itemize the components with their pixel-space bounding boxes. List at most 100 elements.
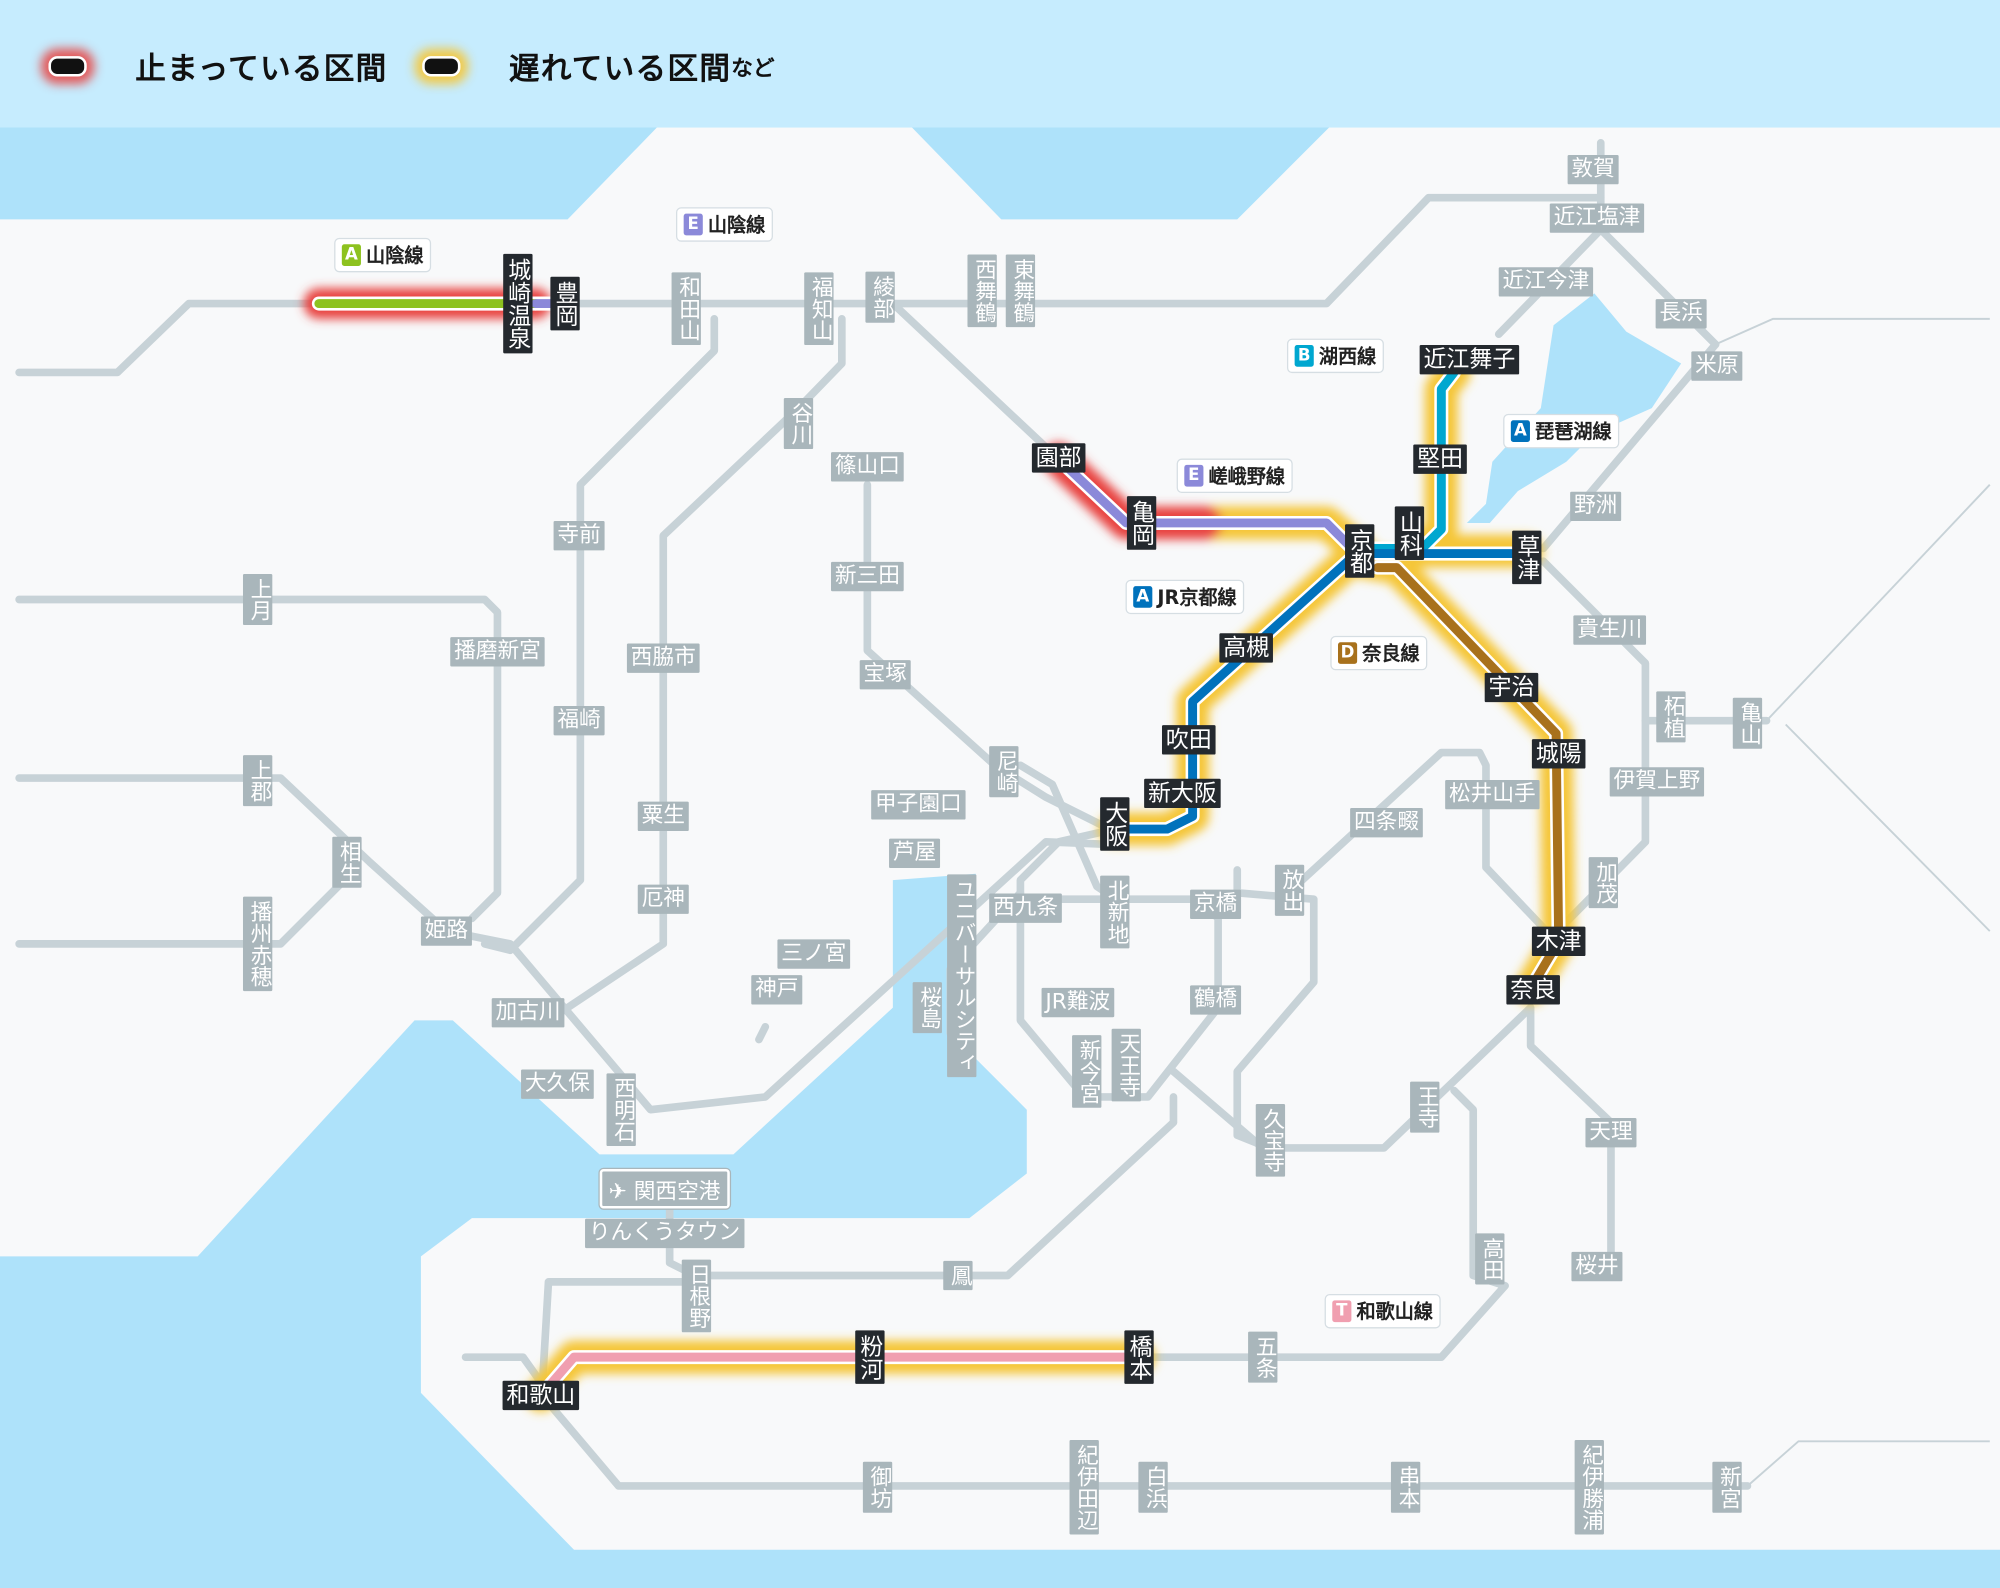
station-label[interactable]: 新三田 (830, 561, 904, 592)
station-label[interactable]: 谷川 (783, 397, 814, 449)
station-label[interactable]: 天王寺 (1111, 1028, 1141, 1102)
station-label[interactable]: 新宮 (1712, 1461, 1742, 1513)
station-label[interactable]: 橋本 (1124, 1330, 1154, 1384)
station-label[interactable]: 高槻 (1219, 633, 1273, 663)
station-label[interactable]: 伊賀上野 (1609, 767, 1705, 797)
station-label[interactable]: 上郡 (242, 755, 273, 807)
station-label[interactable]: 寺前 (553, 521, 605, 551)
station-label[interactable]: 日根野 (681, 1259, 712, 1333)
station-label[interactable]: 串本 (1390, 1461, 1421, 1513)
station-label[interactable]: 西九条 (989, 893, 1062, 923)
station-label[interactable]: 紀伊田辺 (1069, 1440, 1099, 1535)
sea-osaka-bay (0, 873, 2000, 1588)
station-label[interactable]: 厄神 (637, 884, 689, 914)
station-label[interactable]: 宝塚 (859, 660, 911, 690)
station-label[interactable]: 尼崎 (989, 746, 1019, 798)
station-label[interactable]: 綾部 (865, 271, 895, 323)
station-label[interactable]: 城陽 (1531, 739, 1586, 769)
station-label[interactable]: 五条 (1248, 1331, 1278, 1383)
station-label[interactable]: 新今宮 (1072, 1035, 1102, 1108)
station-label[interactable]: 御坊 (862, 1461, 893, 1513)
station-label[interactable]: 天理 (1585, 1117, 1637, 1148)
station-label[interactable]: 放出 (1274, 864, 1305, 916)
station-label[interactable]: 粉河 (855, 1330, 885, 1384)
line-letter-badge: T (1332, 1300, 1352, 1323)
station-label[interactable]: 相生 (332, 836, 362, 888)
thin-lines (1715, 317, 1991, 1487)
station-label[interactable]: 大阪 (1100, 797, 1130, 851)
station-kansai-airport[interactable]: ✈ 関西空港 (599, 1169, 730, 1209)
station-label[interactable]: 新大阪 (1144, 778, 1221, 809)
lake-biwa (1466, 293, 1682, 523)
station-label[interactable]: 王寺 (1410, 1081, 1440, 1133)
station-label[interactable]: 奈良 (1506, 975, 1560, 1005)
station-label[interactable]: 松井山手 (1445, 779, 1540, 810)
station-label[interactable]: 野洲 (1570, 491, 1622, 522)
station-label[interactable]: 姫路 (420, 916, 472, 946)
station-label[interactable]: 福知山 (804, 272, 834, 346)
station-label[interactable]: 高田 (1475, 1233, 1505, 1285)
station-label[interactable]: 山科 (1394, 506, 1425, 560)
station-label[interactable]: 近江舞子 (1419, 345, 1520, 375)
station-label[interactable]: 甲子園口 (871, 790, 966, 820)
station-label[interactable]: 鳳 (943, 1260, 973, 1291)
station-label[interactable]: 播磨新宮 (450, 637, 545, 667)
airplane-icon: ✈ (608, 1179, 627, 1205)
station-label[interactable]: りんくうタウン (585, 1218, 745, 1249)
station-label[interactable]: 園部 (1031, 443, 1086, 473)
station-label[interactable]: 吹田 (1161, 725, 1216, 755)
station-label[interactable]: 京橋 (1190, 889, 1242, 920)
station-label[interactable]: 豊岡 (550, 276, 580, 331)
station-label[interactable]: 加茂 (1588, 857, 1618, 909)
station-label[interactable]: 草津 (1512, 530, 1542, 585)
station-label[interactable]: 神戸 (751, 975, 803, 1005)
station-label[interactable]: 上月 (242, 573, 273, 625)
station-label[interactable]: 貴生川 (1573, 615, 1647, 645)
station-label[interactable]: 鶴橋 (1190, 985, 1242, 1015)
station-label[interactable]: 芦屋 (889, 838, 941, 868)
station-label[interactable]: 西脇市 (626, 643, 700, 673)
station-label[interactable]: 亀山 (1732, 697, 1763, 749)
station-label[interactable]: 久宝寺 (1255, 1103, 1286, 1177)
station-label[interactable]: 播州赤穂 (242, 896, 273, 992)
station-label[interactable]: 福崎 (553, 705, 605, 736)
station-label[interactable]: 東舞鶴 (1005, 254, 1036, 328)
station-label[interactable]: 米原 (1691, 351, 1743, 381)
station-label[interactable]: 西舞鶴 (967, 254, 997, 328)
station-label[interactable]: 西明石 (606, 1073, 636, 1147)
station-label[interactable]: 宇治 (1484, 672, 1539, 703)
station-label[interactable]: ユニバーサルシティ (947, 874, 977, 1078)
station-label[interactable]: 和田山 (671, 272, 701, 346)
station-label[interactable]: 桜井 (1571, 1251, 1623, 1282)
station-label[interactable]: 三ノ宮 (777, 939, 851, 969)
station-label[interactable]: 堅田 (1413, 444, 1467, 474)
station-label[interactable]: 篠山口 (830, 452, 904, 482)
station-label[interactable]: 粟生 (637, 801, 689, 831)
station-label[interactable]: 長浜 (1655, 299, 1707, 329)
station-label[interactable]: 紀伊勝浦 (1574, 1440, 1604, 1535)
station-label[interactable]: 大久保 (521, 1069, 594, 1099)
station-label[interactable]: 亀岡 (1126, 496, 1157, 550)
station-label[interactable]: 和歌山 (502, 1380, 580, 1411)
station-label[interactable]: 城崎温泉 (503, 253, 533, 354)
station-label[interactable]: 敦賀 (1567, 154, 1619, 185)
station-label[interactable]: 近江塩津 (1549, 203, 1645, 233)
station-label[interactable]: 四条畷 (1350, 808, 1423, 838)
station-label[interactable]: 北新地 (1100, 875, 1130, 949)
station-label[interactable]: JR難波 (1041, 987, 1115, 1018)
station-label[interactable]: 京都 (1345, 524, 1375, 578)
station-label[interactable]: 白浜 (1138, 1461, 1168, 1513)
station-label[interactable]: 木津 (1531, 926, 1586, 956)
station-label[interactable]: 近江今津 (1498, 267, 1594, 297)
station-label[interactable]: 柘植 (1656, 691, 1686, 743)
station-label[interactable]: 加古川 (491, 998, 565, 1028)
station-label[interactable]: 桜島 (912, 982, 942, 1034)
